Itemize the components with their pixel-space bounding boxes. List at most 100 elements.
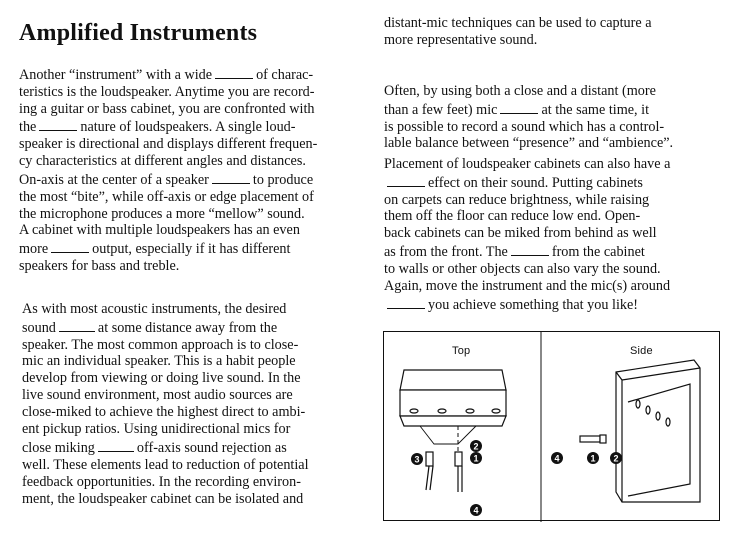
text-line: them off the floor can reduce low end. O… [384,208,729,225]
text-fragment: more representative sound. [384,31,538,48]
top-view-markers: 2 1 3 4 [411,440,482,516]
text-fragment: from the cabinet [551,244,645,261]
marker-4-side-text: 4 [554,454,559,464]
fill-in-blank [387,173,425,187]
text-fragment: mic an individual speaker. This is a hab… [22,353,296,370]
left-paragraph-2: As with most acoustic instruments, the d… [22,301,362,507]
side-view-label: Side [630,345,653,357]
text-fragment: speaker. The most common approach is to … [22,336,299,353]
text-fragment: well. These elements lead to reduction o… [22,456,309,473]
text-line: On-axis at the center of a speaker to pro… [19,170,359,189]
fill-in-blank [58,318,95,332]
text-line: the most “bite”, while off-axis or edge … [19,189,359,206]
text-fragment: is possible to record a sound which has … [384,118,665,135]
text-line: Often, by using both a close and a dista… [384,83,729,100]
text-line: close-miked to achieve the highest direc… [22,404,362,421]
text-fragment: at some distance away from the [97,319,278,336]
text-line: effect on their sound. Putting cabinets [384,173,729,192]
text-fragment: you achieve something that you like! [428,296,638,313]
text-fragment: the most “bite”, while off-axis or edge … [19,188,314,205]
text-line: back cabinets can be miked from behind a… [384,225,729,242]
text-line: live sound environment, most audio sourc… [22,387,362,404]
text-fragment: to produce [252,171,314,188]
side-view-markers: 4 1 2 [551,452,622,464]
text-fragment: Another “instrument” with a wide [19,66,213,83]
text-fragment: feedback opportunities. In the recording… [22,473,301,490]
text-fragment: to walls or other objects can also vary … [384,260,661,277]
top-view-cabinet [399,369,507,492]
text-fragment: On-axis at the center of a speaker [19,171,209,188]
text-line: speaker. The most common approach is to … [22,337,362,354]
text-line: Placement of loudspeaker cabinets can al… [384,156,729,173]
marker-1-side-text: 1 [590,454,595,464]
text-line: as from the front. The from the cabinet [384,242,729,261]
text-line: cy characteristics at different angles a… [19,153,359,170]
text-fragment: ent pickup ratios. Using unidirectional … [22,421,291,438]
text-fragment: on carpets can reduce brightness, while … [384,191,650,208]
text-line: ing a guitar or bass cabinet, you are co… [19,101,359,118]
text-line: distant-mic techniques can be used to ca… [384,15,729,32]
right-paragraph-2: Often, by using both a close and a dista… [384,83,729,152]
fill-in-blank [211,170,250,184]
text-line: well. These elements lead to reduction o… [22,457,362,474]
text-fragment: output, especially if it has different [92,241,291,258]
text-line: teristics is the loudspeaker. Anytime yo… [19,84,359,101]
text-fragment: cy characteristics at different angles a… [19,153,306,170]
text-line: to walls or other objects can also vary … [384,261,729,278]
text-line: close miking off-axis sound rejection as [22,438,362,457]
text-fragment: at the same time, it [541,101,650,118]
text-fragment: more [19,241,49,258]
text-fragment: As with most acoustic instruments, the d… [22,301,287,317]
fill-in-blank [97,438,134,452]
top-view-label: Top [452,345,471,357]
text-fragment: effect on their sound. Putting cabinets [428,174,643,191]
text-fragment: back cabinets can be miked from behind a… [384,225,657,242]
page-title: Amplified Instruments [19,20,258,46]
text-line: ment, the loudspeaker cabinet can be iso… [22,491,362,508]
text-fragment: teristics is the loudspeaker. Anytime yo… [19,83,315,100]
text-line: A cabinet with multiple loudspeakers has… [19,222,359,239]
text-fragment: Often, by using both a close and a dista… [384,83,656,99]
fill-in-blank [51,239,90,254]
marker-1-top-text: 1 [473,454,478,464]
text-line: Again, move the instrument and the mic(s… [384,278,729,295]
marker-3-top [411,453,423,465]
text-line: mic an individual speaker. This is a hab… [22,353,362,370]
marker-1-side [587,452,599,464]
marker-4-top [470,504,482,516]
text-fragment: speakers for bass and treble. [19,258,180,275]
text-fragment: than a few feet) mic [384,101,498,118]
text-fragment: the microphone produces a more “mellow” … [19,205,305,222]
text-fragment: off-axis sound rejection as [136,439,287,456]
text-fragment: live sound environment, most audio sourc… [22,387,293,404]
marker-2-top-text: 2 [473,442,478,452]
marker-4-side [551,452,563,464]
fill-in-blank [510,242,549,257]
text-line: lable balance between “presence” and “am… [384,135,729,152]
text-fragment: close miking [22,439,95,456]
right-paragraph-1: distant-mic techniques can be used to ca… [384,15,729,49]
right-paragraph-3: Placement of loudspeaker cabinets can al… [384,156,729,313]
mic-placement-figure: Top Side 2 1 [383,331,720,522]
text-fragment: Placement of loudspeaker cabinets can al… [384,156,671,172]
text-fragment: lable balance between “presence” and “am… [384,135,674,152]
text-line: As with most acoustic instruments, the d… [22,301,362,318]
text-fragment: as from the front. The [384,244,508,261]
marker-1-top [470,452,482,464]
text-fragment: Again, move the instrument and the mic(s… [384,277,671,294]
text-fragment: nature of loudspeakers. A single loud- [80,119,296,136]
text-fragment: ing a guitar or bass cabinet, you are co… [19,100,315,117]
side-view-cabinet [579,359,701,503]
text-line: is possible to record a sound which has … [384,119,729,136]
text-fragment: distant-mic techniques can be used to ca… [384,15,652,31]
marker-2-top [470,440,482,452]
fill-in-blank [39,117,78,132]
text-fragment: develop from viewing or doing live sound… [22,370,301,387]
text-line: on carpets can reduce brightness, while … [384,192,729,209]
marker-4-top-text: 4 [473,506,478,516]
text-fragment: A cabinet with multiple loudspeakers has… [19,222,300,239]
marker-2-side [610,452,622,464]
